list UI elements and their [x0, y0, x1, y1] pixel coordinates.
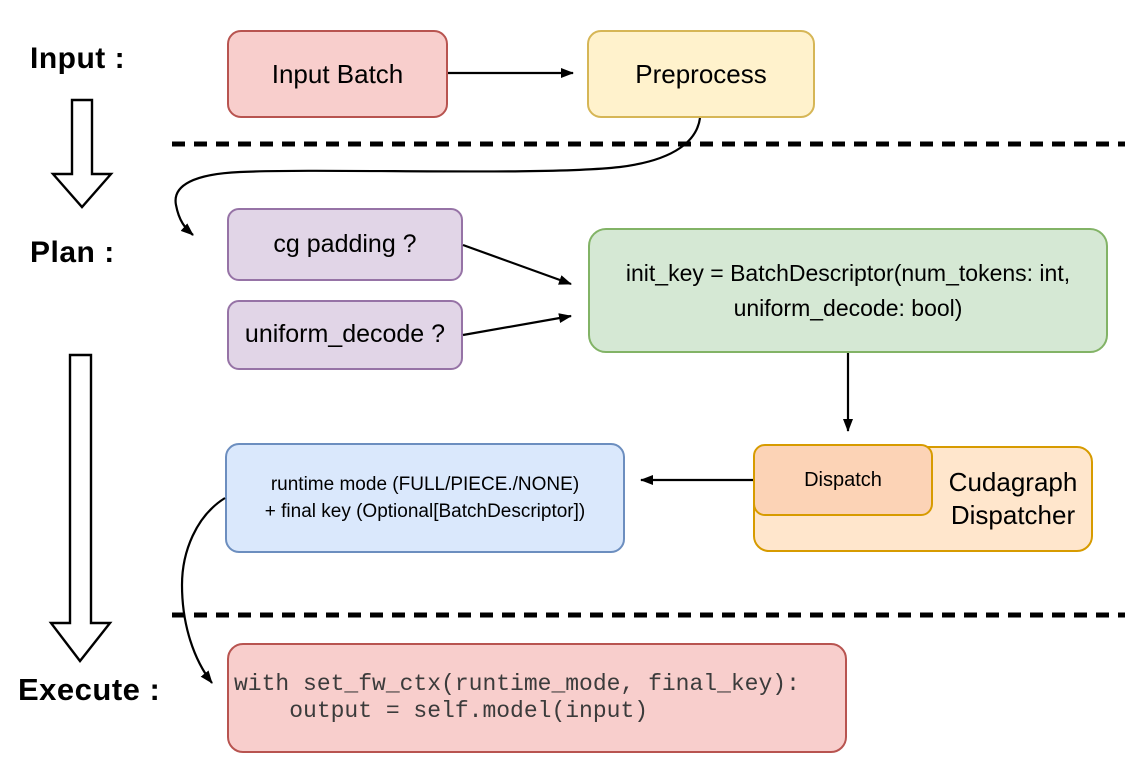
edge-uniform-decode-to-init-key: [462, 313, 572, 337]
cudagraph-label-line2: Dispatcher: [950, 500, 1076, 530]
node-runtime-mode-line2: + final key (Optional[BatchDescriptor]): [264, 501, 586, 522]
node-input-batch-label: Input Batch: [271, 58, 404, 89]
node-init-key: init_key = BatchDescriptor(num_tokens: i…: [588, 228, 1108, 353]
execute-code-line1: with set_fw_ctx(runtime_mode, final_key)…: [234, 671, 800, 697]
execute-code-line2: output = self.model(input): [234, 698, 649, 724]
cudagraph-label-line1: Cudagraph: [948, 467, 1078, 497]
node-runtime-mode-line1: runtime mode (FULL/PIECE./NONE): [270, 474, 580, 495]
node-uniform-decode-label: uniform_decode ?: [244, 320, 446, 349]
node-cg-padding-label: cg padding ?: [273, 229, 417, 258]
node-preprocess: Preprocess: [587, 30, 815, 118]
node-execute-code: with set_fw_ctx(runtime_mode, final_key)…: [227, 643, 847, 753]
node-init-key-line1: init_key = BatchDescriptor(num_tokens: i…: [625, 259, 1071, 286]
node-uniform-decode: uniform_decode ?: [227, 300, 463, 370]
edge-cg-padding-to-init-key: [462, 243, 572, 286]
phase-arrow-plan-to-execute: [48, 353, 113, 663]
node-init-key-line2: uniform_decode: bool): [733, 294, 963, 321]
node-preprocess-label: Preprocess: [635, 58, 767, 89]
node-cg-padding: cg padding ?: [227, 208, 463, 281]
stage-label-input: Input :: [30, 42, 126, 75]
stage-label-plan: Plan :: [30, 236, 115, 269]
node-dispatch: Dispatch: [753, 444, 933, 516]
node-dispatch-label: Dispatch: [804, 468, 882, 491]
node-cudagraph-dispatcher-label: Cudagraph Dispatcher: [930, 446, 1096, 552]
node-input-batch: Input Batch: [227, 30, 448, 118]
edge-runtime-mode-to-execute-code: [180, 497, 226, 684]
stage-label-execute: Execute :: [18, 672, 161, 707]
phase-arrow-input-to-plan: [50, 98, 114, 209]
node-runtime-mode: runtime mode (FULL/PIECE./NONE) + final …: [225, 443, 625, 553]
